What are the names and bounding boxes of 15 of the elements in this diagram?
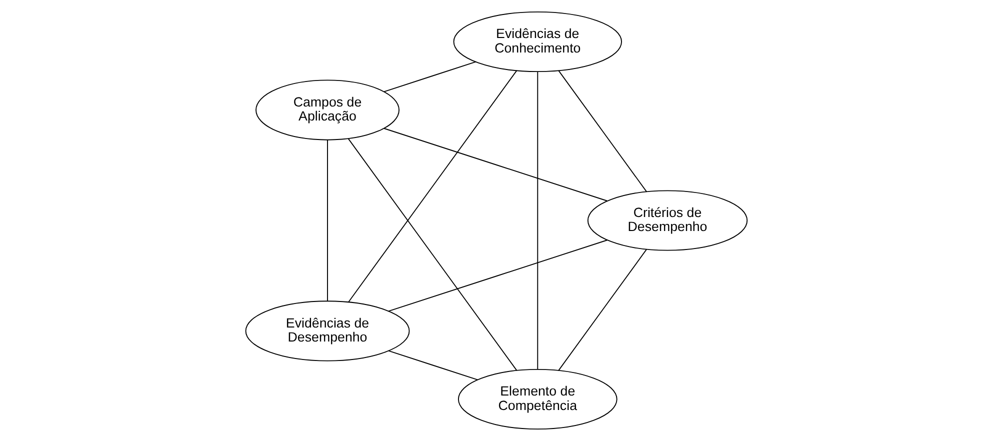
node-ellipse: Elemento de Competência <box>458 368 618 430</box>
connector <box>558 248 647 372</box>
connector <box>327 139 328 302</box>
node-ellipse: Evidências de Conhecimento <box>453 11 622 72</box>
connector <box>388 350 478 380</box>
connector <box>558 70 648 192</box>
node-ellipse: Critérios de Desempenho <box>587 190 748 251</box>
node-ellipse: Evidências de Desempenho <box>245 300 410 362</box>
connector <box>384 61 476 92</box>
connector <box>537 71 538 370</box>
connector <box>388 240 608 312</box>
connector <box>348 70 518 302</box>
connector <box>348 138 518 371</box>
connector <box>383 128 608 202</box>
node-ellipse: Campos de Aplicação <box>256 80 400 140</box>
